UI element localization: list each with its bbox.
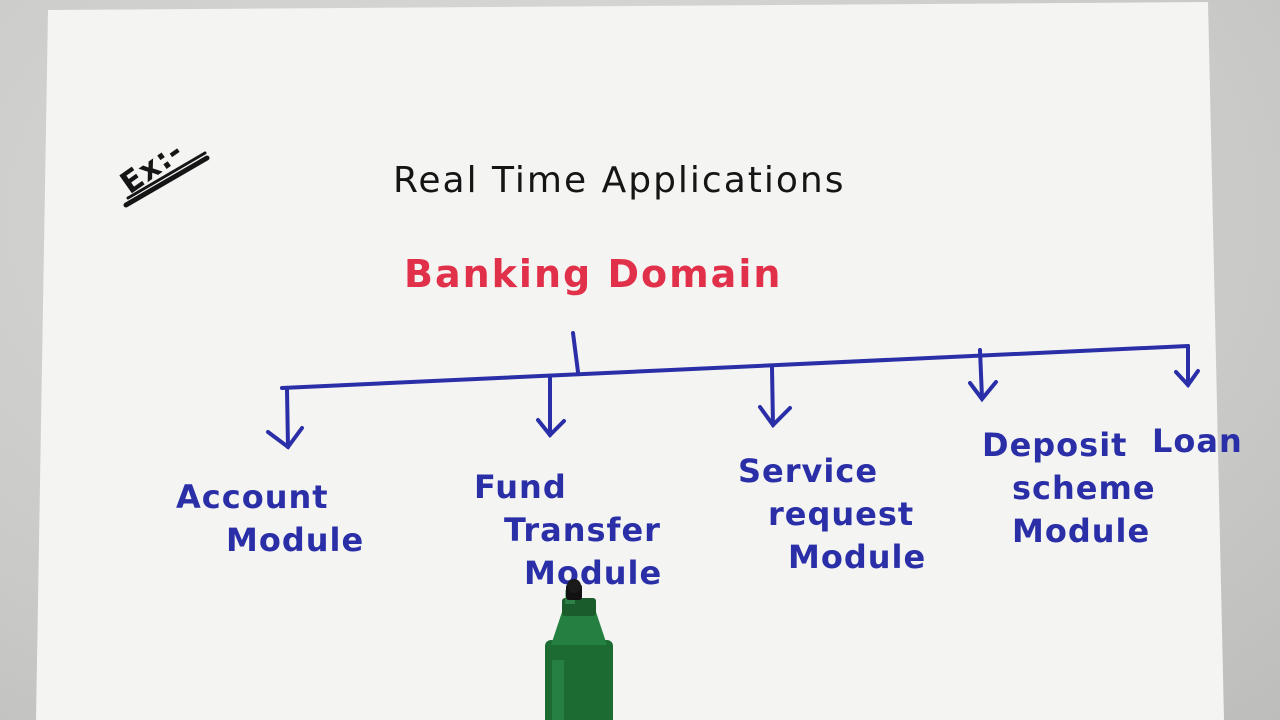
module-line: Module bbox=[1012, 512, 1151, 551]
arrow-fund-head bbox=[536, 418, 566, 438]
arrow-service-stem bbox=[770, 366, 775, 427]
arrow-deposit-head bbox=[968, 380, 998, 403]
module-loan: Loan bbox=[1152, 420, 1243, 463]
module-line: scheme bbox=[1012, 469, 1156, 508]
module-service-request: Service request Module bbox=[738, 450, 926, 580]
domain-subtitle: Banking Domain bbox=[404, 252, 783, 296]
arrow-service-head bbox=[758, 405, 792, 429]
arrow-account-head bbox=[266, 426, 304, 450]
module-fund-transfer: Fund Transfer Module bbox=[474, 466, 662, 596]
root-stem bbox=[571, 331, 580, 374]
page-title: Real Time Applications bbox=[393, 160, 846, 201]
module-line: Module bbox=[788, 538, 927, 577]
horizontal-branch bbox=[280, 344, 1190, 390]
arrow-deposit-stem bbox=[978, 348, 984, 400]
module-line: Deposit bbox=[982, 426, 1128, 464]
module-line: request bbox=[768, 495, 915, 534]
module-deposit-scheme: Deposit scheme Module bbox=[982, 424, 1156, 554]
module-line: Module bbox=[226, 521, 365, 560]
branch-arrows bbox=[266, 344, 1200, 450]
module-line: Fund bbox=[474, 468, 567, 506]
module-line: Module bbox=[524, 554, 663, 593]
arrow-loan-head bbox=[1174, 369, 1200, 389]
module-line: Account bbox=[176, 478, 329, 516]
module-line: Loan bbox=[1152, 422, 1243, 460]
module-line: Service bbox=[738, 452, 879, 490]
example-underline-1 bbox=[123, 155, 210, 208]
arrow-account-stem bbox=[285, 388, 290, 449]
module-line: Transfer bbox=[504, 511, 661, 550]
example-underline-2 bbox=[126, 151, 207, 200]
paper-background bbox=[36, 2, 1224, 720]
module-account: Account Module bbox=[176, 476, 364, 562]
